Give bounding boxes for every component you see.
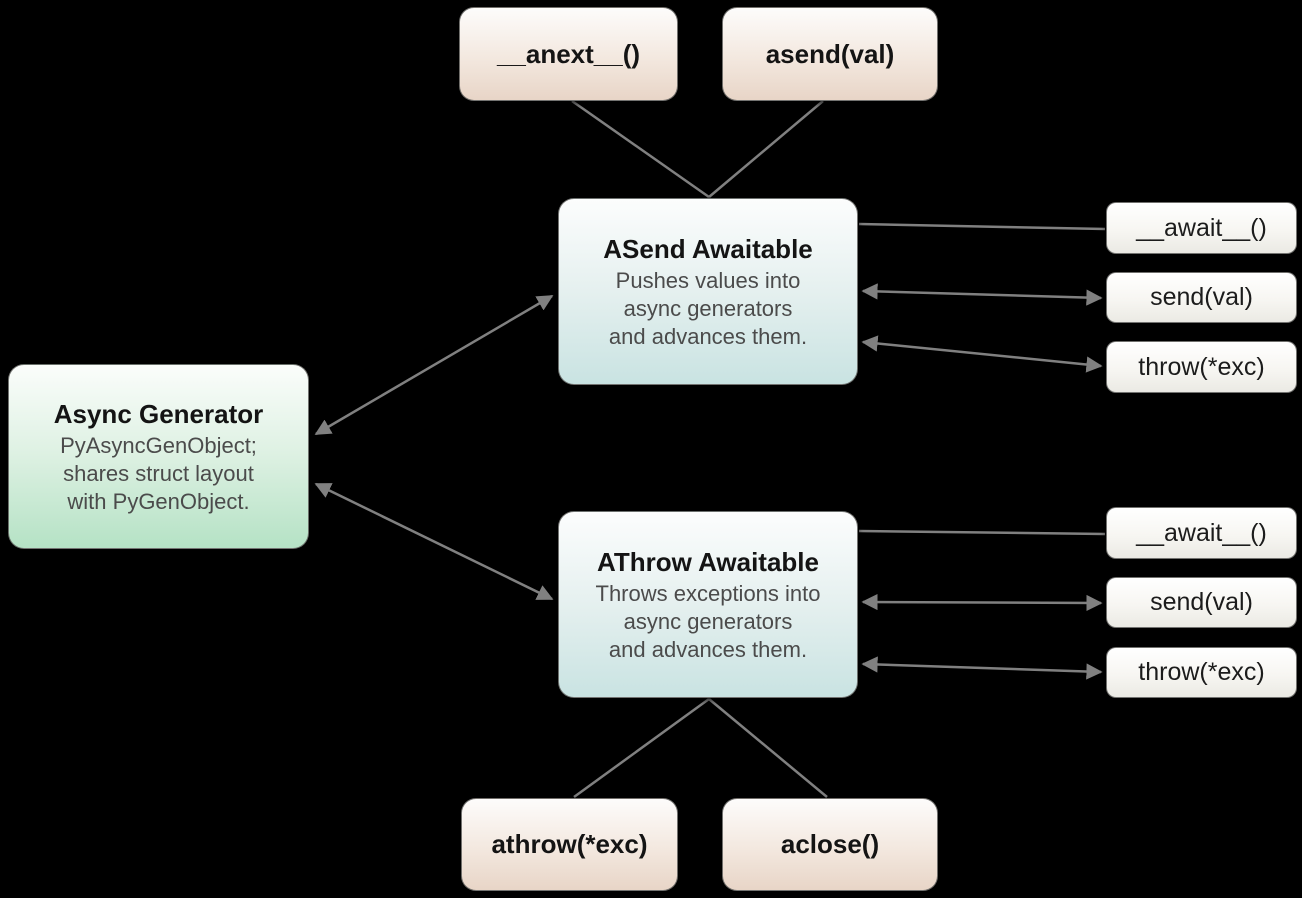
node-asend-awaitable-line1: Pushes values into [615,267,801,293]
edge-athrow_awaitable-to-aclose [708,698,828,798]
node-async-generator-title: Async Generator [53,398,264,429]
node-send-top: send(val) [1106,272,1297,323]
node-asend-label: asend(val) [765,38,895,69]
node-athrow: athrow(*exc) [461,798,678,891]
node-send-top-label: send(val) [1150,283,1253,311]
node-anext-label: __anext__() [496,38,641,69]
node-asend-awaitable: ASend Awaitable Pushes values into async… [558,198,858,385]
node-asend-awaitable-title: ASend Awaitable [603,233,813,264]
node-athrow-awaitable-title: AThrow Awaitable [597,546,819,577]
node-athrow-awaitable-line1: Throws exceptions into [595,580,821,606]
node-await-top-label: __await__() [1136,213,1267,242]
node-async-generator-line3: with PyGenObject. [67,488,250,514]
node-athrow-awaitable: AThrow Awaitable Throws exceptions into … [558,511,858,698]
node-athrow-awaitable-line3: and advances them. [608,636,808,662]
edge-asend_awaitable-to-send_top [861,283,1103,306]
edge-asend_awaitable-to-throw_top [861,335,1103,373]
node-await-bottom: __await__() [1106,507,1297,559]
node-send-bottom: send(val) [1106,577,1297,628]
edge-asend-to-asend_awaitable [708,100,824,198]
edge-athrow_awaitable-to-throw_bottom [861,656,1103,680]
node-throw-top: throw(*exc) [1106,341,1297,393]
node-athrow-label: athrow(*exc) [491,829,648,859]
edge-async_generator-to-asend_awaitable [314,294,554,436]
edge-asend_awaitable-to-await_top [858,222,1106,231]
node-throw-bottom-label: throw(*exc) [1138,658,1265,686]
edge-async_generator-to-athrow_awaitable [314,482,554,601]
edge-athrow_awaitable-to-send_bottom [861,593,1103,612]
edge-anext-to-asend_awaitable [571,99,710,199]
edge-athrow_awaitable-to-await_bottom [858,529,1106,536]
node-await-top: __await__() [1106,202,1297,254]
node-asend-awaitable-line2: async generators [623,295,793,321]
node-async-generator-line1: PyAsyncGenObject; [60,432,257,458]
node-throw-bottom: throw(*exc) [1106,647,1297,698]
node-asend: asend(val) [722,7,938,101]
node-await-bottom-label: __await__() [1136,518,1267,547]
node-async-generator-line2: shares struct layout [63,460,254,486]
node-aclose: aclose() [722,798,938,891]
edge-athrow_awaitable-to-athrow [573,697,710,799]
node-aclose-label: aclose() [780,829,880,859]
node-athrow-awaitable-line2: async generators [623,608,793,634]
node-async-generator: Async Generator PyAsyncGenObject; shares… [8,364,309,549]
node-asend-awaitable-line3: and advances them. [608,323,808,349]
node-throw-top-label: throw(*exc) [1138,352,1265,381]
node-anext: __anext__() [459,7,678,101]
node-send-bottom-label: send(val) [1150,588,1253,616]
